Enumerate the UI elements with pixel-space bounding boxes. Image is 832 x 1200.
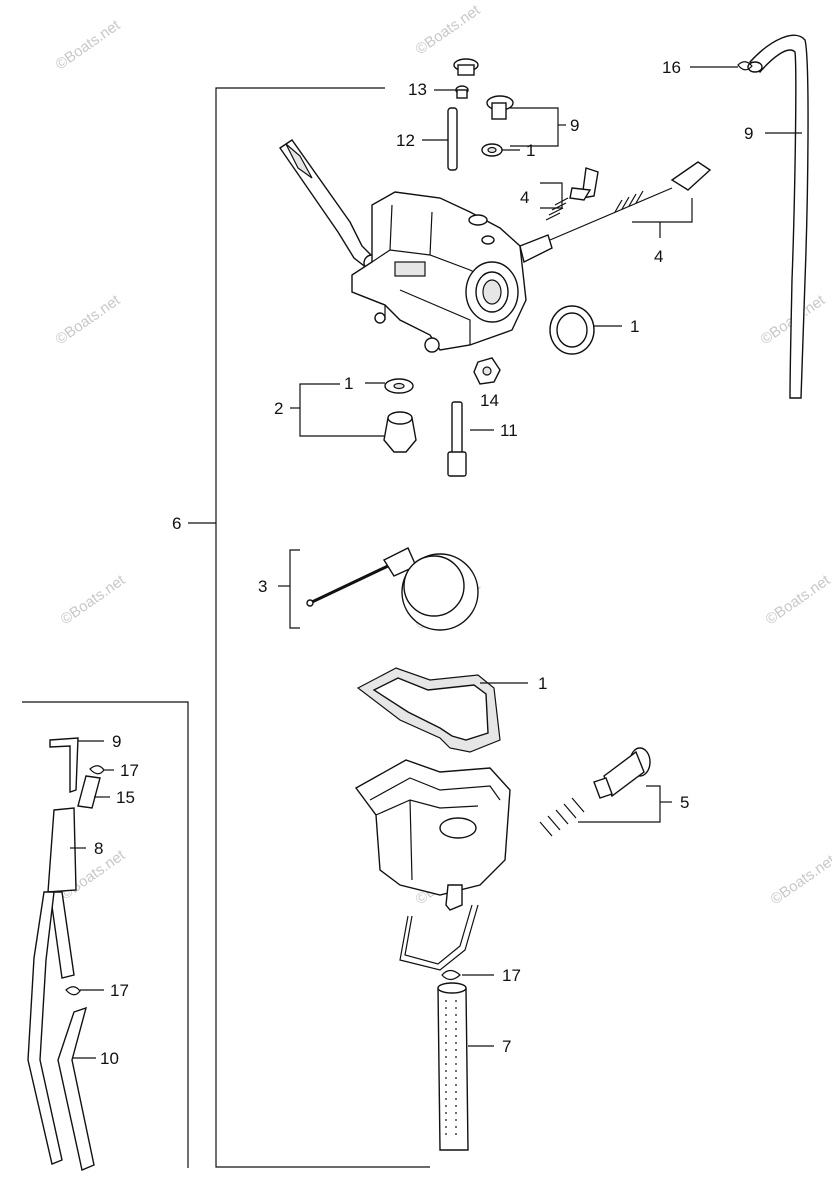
hose-icon: [27, 737, 101, 1171]
spring-icon: [539, 797, 585, 837]
needle-icon: [447, 107, 458, 171]
callouts: 16 9 13 12 9 1 4 4 1 14 1 2 11 6 3 1 5 1…: [94, 58, 753, 1068]
callout-2: 2: [274, 399, 283, 418]
leader-lines: [70, 66, 802, 1059]
callout-1: 1: [526, 141, 535, 160]
gasket-icon: [356, 667, 501, 753]
clip-icon: [737, 61, 753, 71]
callout-9: 9: [112, 732, 121, 751]
screw-icon: [453, 58, 479, 99]
callout-13: 13: [408, 80, 427, 99]
gasket-icon: [549, 305, 595, 355]
callout-14: 14: [480, 391, 499, 410]
float-chamber-icon: [354, 759, 511, 971]
callout-1: 1: [630, 317, 639, 336]
callout-10: 10: [100, 1049, 119, 1068]
hose-icon: [747, 34, 809, 399]
screw-icon: [593, 747, 651, 799]
watermark: ©Boats.net: [768, 851, 832, 908]
spring-icon: [545, 167, 599, 221]
callout-9: 9: [570, 116, 579, 135]
jet-icon: [383, 378, 417, 453]
callout-8: 8: [94, 839, 103, 858]
watermark: ©Boats.net: [763, 571, 832, 628]
screw-icon: [481, 95, 514, 157]
callout-12: 12: [396, 131, 415, 150]
callout-17: 17: [110, 981, 129, 1000]
side-panel-border: [22, 701, 189, 1168]
jet-icon: [447, 401, 467, 477]
assembly-bracket: [188, 87, 430, 1168]
watermark: ©Boats.net: [58, 571, 129, 628]
clip-icon: [441, 969, 461, 981]
callout-1: 1: [538, 674, 547, 693]
screw-icon: [473, 357, 501, 385]
callout-17: 17: [502, 966, 521, 985]
carburetor-body-icon: [279, 139, 553, 353]
callout-4: 4: [654, 247, 663, 266]
callout-11: 11: [500, 421, 518, 440]
callout-9: 9: [744, 124, 753, 143]
watermark: ©Boats.net: [53, 16, 124, 73]
watermark: ©Boats.net: [413, 1, 484, 58]
callout-1: 1: [344, 374, 353, 393]
callout-15: 15: [116, 788, 135, 807]
callout-3: 3: [258, 577, 267, 596]
callout-4: 4: [520, 188, 529, 207]
float-icon: [306, 547, 479, 631]
hose-icon: [437, 982, 469, 1151]
callout-17: 17: [120, 761, 139, 780]
callout-6: 6: [172, 514, 181, 533]
callout-5: 5: [680, 793, 689, 812]
callout-16: 16: [662, 58, 681, 77]
callout-7: 7: [502, 1037, 511, 1056]
watermark: ©Boats.net: [53, 291, 124, 348]
spring-icon: [549, 161, 712, 241]
